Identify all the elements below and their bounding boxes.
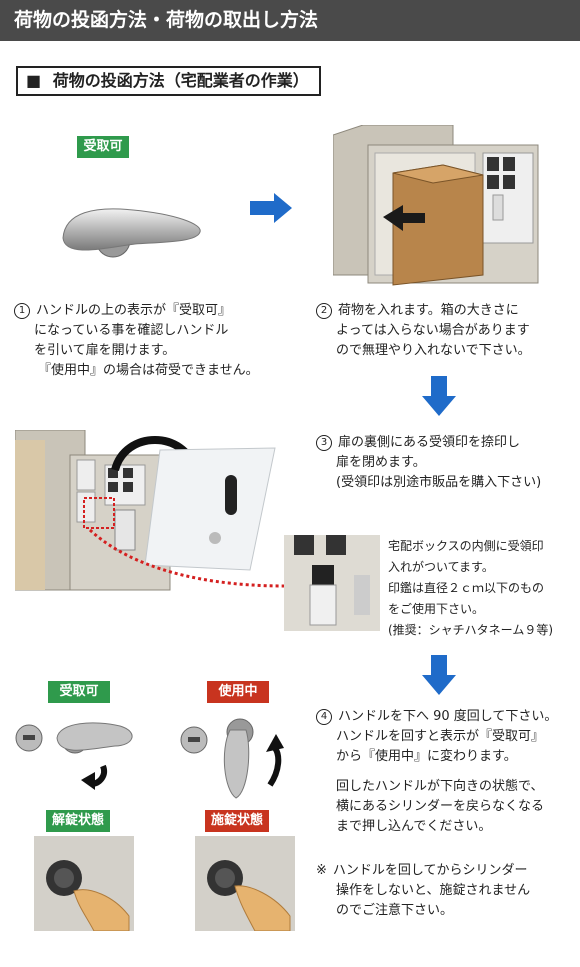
door-handle-illustration: [62, 208, 201, 258]
step-4-line: から『使用中』に変わります。: [336, 749, 517, 764]
page-header: 荷物の投函方法・荷物の取出し方法: [0, 0, 580, 41]
step-number: 1: [14, 303, 30, 319]
step-1-line: ハンドルの上の表示が『受取可』: [36, 303, 232, 318]
step-3-line: 扉の裏側にある受領印を捺印し: [338, 435, 521, 450]
door-inside-illustration: [15, 430, 276, 591]
arrow-down-icon: [422, 376, 456, 416]
stamp-note-line: 入れがついてます。: [388, 560, 494, 574]
step-4-line: 回したハンドルが下向きの状態で、: [336, 779, 544, 794]
step-1-text: 1 ハンドルの上の表示が『受取可』 になっている事を確認しハンドル を引いて扉を開…: [14, 301, 259, 381]
stamp-note-line: 宅配ボックスの内側に受領印: [388, 539, 544, 553]
status-badge-receivable: 受取可: [77, 136, 129, 158]
status-badge-in-use: 使用中: [207, 681, 269, 703]
step-4-line: 横にあるシリンダーを戻らなくなる: [336, 799, 545, 814]
lock-state-unlocked: 解錠状態: [46, 810, 110, 832]
step-number: 2: [316, 303, 332, 319]
section-title: ■ 荷物の投函方法（宅配業者の作業）: [16, 66, 321, 96]
step-2-line: よっては入らない場合があります: [336, 323, 530, 338]
lock-state-locked: 施錠状態: [205, 810, 269, 832]
detail-connector: [88, 528, 286, 588]
delivery-box-illustration: [333, 125, 539, 286]
step-3-line: 扉を閉めます。: [336, 455, 426, 470]
step-4-line: ハンドルを下へ 90 度回して下さい。: [338, 709, 558, 724]
step-1-line: を引いて扉を開けます。: [34, 343, 176, 358]
section-marker: ■: [26, 71, 42, 90]
step-4-text: 4 ハンドルを下へ 90 度回して下さい。 ハンドルを回すと表示が『受取可』 から…: [316, 707, 557, 837]
stamp-note-line: をご使用下さい。: [388, 602, 485, 616]
arrow-down-icon: [422, 655, 456, 695]
step-number: 3: [316, 435, 332, 451]
step-1-line: 『使用中』の場合は荷受できません。: [38, 363, 259, 378]
step-2-line: ので無理やり入れないで下さい。: [336, 343, 531, 358]
section-title-text: 荷物の投函方法（宅配業者の作業）: [52, 71, 309, 90]
stamp-note-line: (推奨：シャチハタネーム９等): [388, 623, 554, 637]
stamp-note-line: 印鑑は直径２ｃｍ以下のもの: [388, 581, 545, 595]
caution-note: ※ ハンドルを回してからシリンダー 操作をしないと、施錠されません のでご注意下さ…: [316, 861, 530, 921]
handle-horizontal-illustration: [15, 722, 133, 790]
step-number: 4: [316, 709, 332, 725]
caution-mark: ※: [316, 863, 327, 878]
cylinder-locked-photo: [195, 836, 295, 931]
step-3-text: 3 扉の裏側にある受領印を捺印し 扉を閉めます。 (受領印は別途市販品を購入下さい…: [316, 433, 541, 493]
stamp-holder-photo: [284, 535, 380, 631]
caution-line: ハンドルを回してからシリンダー: [332, 863, 528, 878]
caution-line: 操作をしないと、施錠されません: [336, 883, 531, 898]
status-badge-receivable: 受取可: [48, 681, 110, 703]
step-4-line: ハンドルを回すと表示が『受取可』: [336, 729, 545, 744]
handle-vertical-illustration: [180, 718, 284, 799]
step-2-text: 2 荷物を入れます。箱の大きさに よっては入らない場合があります ので無理やり入れ…: [316, 301, 531, 361]
step-1-line: になっている事を確認しハンドル: [34, 323, 229, 338]
step-4-line: まで押し込んでください。: [336, 819, 492, 834]
step-2-line: 荷物を入れます。箱の大きさに: [338, 303, 519, 318]
cylinder-unlocked-photo: [34, 836, 134, 931]
caution-line: のでご注意下さい。: [336, 903, 454, 918]
stamp-holder-note: 宅配ボックスの内側に受領印 入れがついてます。 印鑑は直径２ｃｍ以下のもの をご…: [388, 536, 553, 641]
step-3-line: (受領印は別途市販品を購入下さい): [336, 475, 542, 490]
arrow-right-icon: [250, 193, 292, 223]
